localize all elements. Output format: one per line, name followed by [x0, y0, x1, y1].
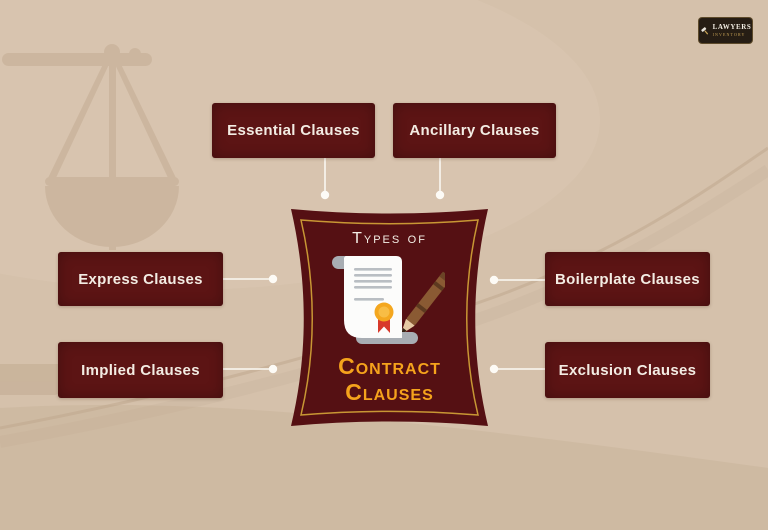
node-label: Implied Clauses	[81, 361, 200, 379]
connector-dot	[489, 275, 499, 285]
node-label: Boilerplate Clauses	[555, 270, 700, 288]
badge-title: Contract Clauses	[291, 353, 488, 406]
node-label: Express Clauses	[78, 270, 203, 288]
node-express-clauses: Express Clauses	[58, 252, 223, 306]
brand-name: LAWYERS	[712, 23, 752, 32]
badge-eyebrow: Types of	[352, 230, 427, 247]
pen-icon	[400, 271, 445, 335]
connector-dot	[489, 364, 499, 374]
node-label: Exclusion Clauses	[558, 361, 697, 379]
contract-scroll-and-pen-icon	[332, 256, 445, 344]
document-text-lines	[354, 268, 392, 301]
center-badge: Types of	[291, 209, 488, 426]
node-label: Ancillary Clauses	[409, 122, 540, 139]
seal-icon	[374, 302, 394, 333]
node-ancillary-clauses: Ancillary Clauses	[393, 103, 556, 158]
badge-title-line1: Contract	[338, 353, 441, 379]
brand-tagline: INVENTORY	[712, 31, 746, 37]
node-label: Essential Clauses	[227, 122, 360, 139]
node-boilerplate-clauses: Boilerplate Clauses	[545, 252, 710, 306]
badge-title-line2: Clauses	[345, 379, 434, 406]
scales-of-justice-icon	[2, 44, 179, 250]
badge-gold-border	[300, 219, 479, 416]
brand-logo: LAWYERS INVENTORY	[698, 17, 753, 44]
node-exclusion-clauses: Exclusion Clauses	[545, 342, 710, 398]
connector-dot	[268, 364, 278, 374]
connector-dot	[435, 190, 445, 200]
connector-dot	[320, 190, 330, 200]
node-essential-clauses: Essential Clauses	[212, 103, 375, 158]
node-implied-clauses: Implied Clauses	[58, 342, 223, 398]
gavel-icon	[700, 26, 708, 34]
brand-logo-text: LAWYERS INVENTORY	[713, 24, 752, 37]
connector-dot	[268, 274, 278, 284]
